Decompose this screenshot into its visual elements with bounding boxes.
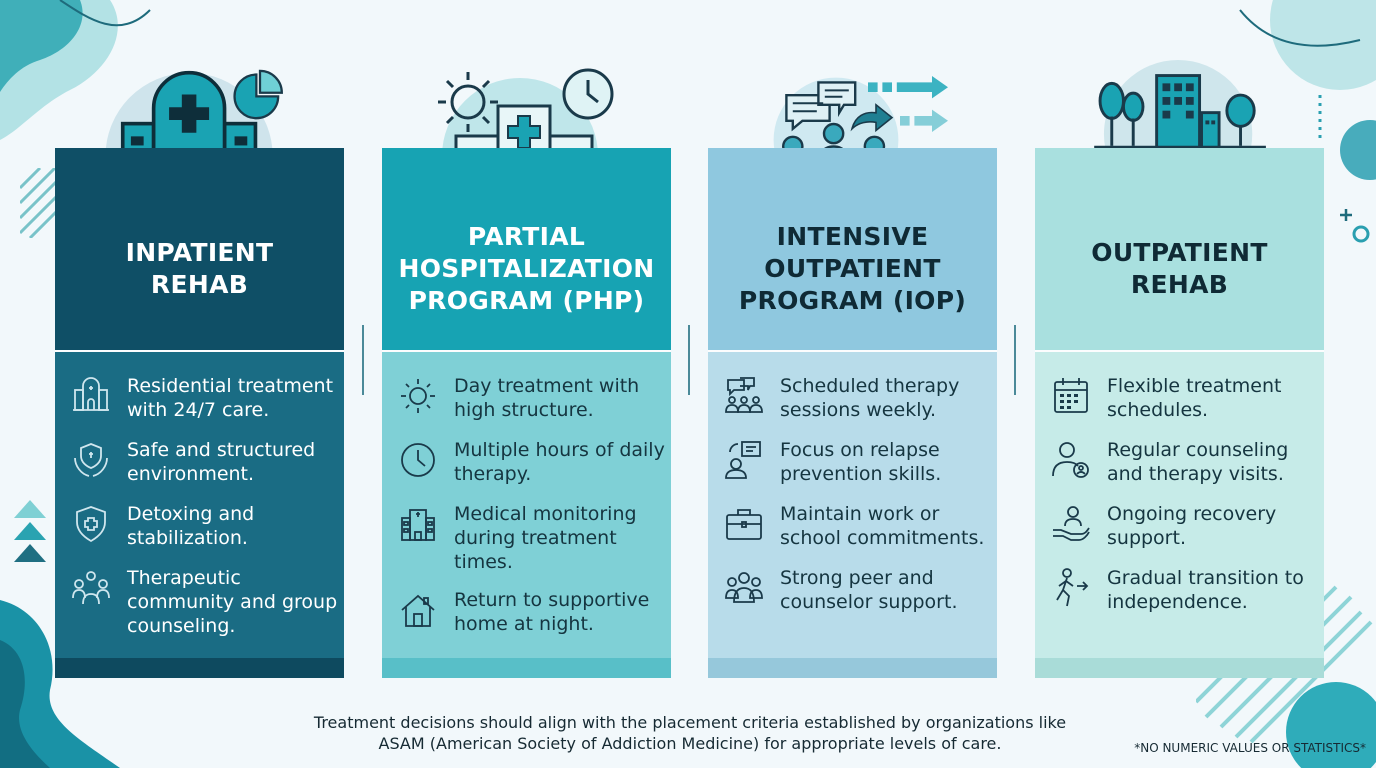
list-item: Multiple hours of daily therapy. xyxy=(382,438,671,504)
hands-shield-icon xyxy=(74,443,108,477)
list-item: Return to supportive home at night. xyxy=(382,588,671,654)
chat-group-icon xyxy=(725,377,763,413)
card-body: Flexible treatment schedules. Regular co… xyxy=(1035,352,1324,658)
decor-left-triangles xyxy=(14,500,46,562)
placement-criteria-note: Treatment decisions should align with th… xyxy=(313,713,1067,753)
card-inpatient-rehab: INPATIENT REHAB Residential treatment wi… xyxy=(55,148,344,678)
peer-group-icon xyxy=(725,572,763,603)
card-title: OUTPATIENT REHAB xyxy=(1091,238,1268,299)
hand-support-icon xyxy=(1053,506,1090,541)
list-item: Residential treatment with 24/7 care. xyxy=(55,374,344,440)
list-item: Gradual transition to independence. xyxy=(1035,566,1324,632)
card-partial-hospitalization: PARTIAL HOSPITALIZATION PROGRAM (PHP) Da… xyxy=(382,148,671,678)
list-item: Maintain work or school commitments. xyxy=(708,502,997,568)
briefcase-icon xyxy=(726,509,762,540)
card-intensive-outpatient: INTENSIVE OUTPATIENT PROGRAM (IOP) Sched… xyxy=(708,148,997,678)
list-item: Day treatment with high structure. xyxy=(382,374,671,440)
list-item: Medical monitoring during treatment time… xyxy=(382,502,671,573)
walking-person-icon xyxy=(1056,568,1089,607)
separator-1 xyxy=(362,325,364,395)
card-body: Residential treatment with 24/7 care. Sa… xyxy=(55,352,344,658)
medical-shield-icon xyxy=(76,506,106,543)
separator-2 xyxy=(688,325,690,395)
group-people-icon xyxy=(72,571,110,605)
list-item: Strong peer and counselor support. xyxy=(708,566,997,632)
list-item: Ongoing recovery support. xyxy=(1035,502,1324,568)
person-chat-icon xyxy=(725,441,761,479)
hospital-building-icon xyxy=(73,377,109,411)
sun-icon xyxy=(401,379,435,413)
list-item: Regular counseling and therapy visits. xyxy=(1035,438,1324,504)
card-header: OUTPATIENT REHAB xyxy=(1035,148,1324,350)
list-item: Scheduled therapy sessions weekly. xyxy=(708,374,997,440)
card-header: INTENSIVE OUTPATIENT PROGRAM (IOP) xyxy=(708,148,997,350)
list-item: Detoxing and stabilization. xyxy=(55,502,344,568)
list-item: Focus on relapse prevention skills. xyxy=(708,438,997,504)
medical-building-icon xyxy=(401,509,435,541)
clock-icon xyxy=(401,443,435,477)
card-body: Scheduled therapy sessions weekly. Focus… xyxy=(708,352,997,658)
counselor-icon xyxy=(1052,442,1089,478)
card-title: INTENSIVE OUTPATIENT PROGRAM (IOP) xyxy=(738,222,967,315)
card-outpatient-rehab: OUTPATIENT REHAB Flexible treatment sche… xyxy=(1035,148,1324,678)
card-header: PARTIAL HOSPITALIZATION PROGRAM (PHP) xyxy=(382,148,671,350)
separator-3 xyxy=(1014,325,1016,395)
list-item: Safe and structured environment. xyxy=(55,438,344,504)
card-body: Day treatment with high structure. Multi… xyxy=(382,352,671,658)
list-item: Therapeutic community and group counseli… xyxy=(55,566,344,637)
card-title: PARTIAL HOSPITALIZATION PROGRAM (PHP) xyxy=(398,222,655,315)
footnote: *NO NUMERIC VALUES OR STATISTICS* xyxy=(1134,741,1366,755)
calendar-icon xyxy=(1054,378,1088,413)
home-icon xyxy=(401,594,435,627)
decor-right-plus xyxy=(1340,209,1370,243)
card-header: INPATIENT REHAB xyxy=(55,148,344,350)
card-title: INPATIENT REHAB xyxy=(125,238,274,299)
list-item: Flexible treatment schedules. xyxy=(1035,374,1324,440)
decor-left-stripes xyxy=(20,168,60,238)
